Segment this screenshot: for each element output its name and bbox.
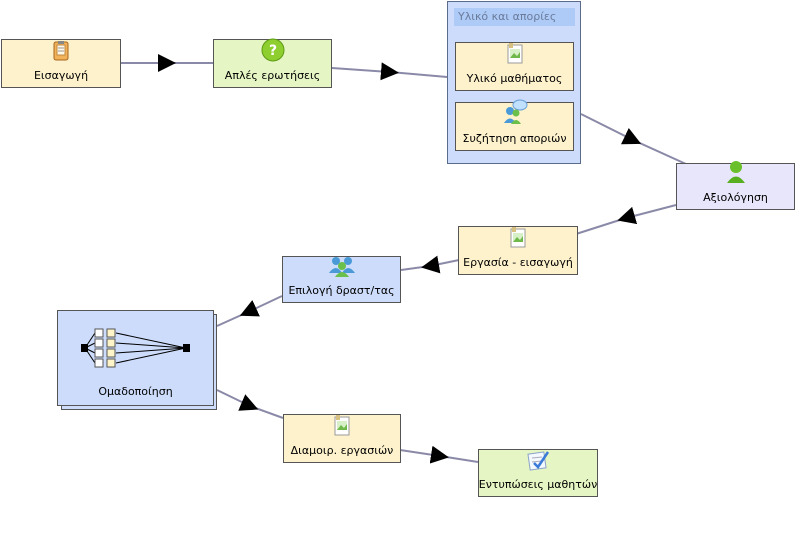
group-users-icon — [328, 255, 355, 280]
activity-label: Εντυπώσεις μαθητών — [478, 478, 598, 491]
notepad-icon — [50, 40, 72, 65]
connector-group-to-assessment — [580, 113, 687, 165]
connector-sharing-to-impressions — [399, 445, 479, 464]
connector-assessment-to-assignment — [575, 204, 677, 235]
activity-label: Εισαγωγή — [33, 69, 89, 82]
group-title: Υλικό και απορίες — [454, 8, 575, 26]
activity-student-impressions[interactable]: Εντυπώσεις μαθητών — [478, 449, 598, 497]
connector-questions-to-group — [331, 62, 448, 81]
checklist-icon — [526, 449, 550, 474]
activity-label: Διαμοιρ. εργασιών — [290, 444, 394, 457]
activity-label: Επιλογή δραστ/τας — [288, 284, 395, 297]
branching-icon — [80, 328, 192, 371]
activity-assignment-sharing[interactable]: Διαμοιρ. εργασιών — [283, 414, 401, 463]
question-icon: ? — [261, 38, 285, 65]
activity-label: Εργασία - εισαγωγή — [463, 256, 573, 269]
image-document-icon — [505, 43, 525, 68]
activity-label: Υλικό μαθήματος — [466, 72, 563, 85]
connector-grouping-to-sharing — [216, 389, 284, 419]
activity-label: Ομαδοποίηση — [98, 385, 173, 398]
activity-discussion[interactable]: Συζήτηση αποριών — [455, 99, 574, 151]
svg-text:?: ? — [268, 43, 276, 59]
activity-course-material[interactable]: Υλικό μαθήματος — [455, 42, 574, 91]
chat-users-icon — [502, 99, 528, 128]
activity-choice[interactable]: Επιλογή δραστ/τας — [282, 256, 401, 303]
image-document-icon — [508, 227, 528, 252]
image-document-icon — [332, 415, 352, 440]
activity-simple-questions[interactable]: ? Απλές ερωτήσεις — [213, 38, 332, 88]
activity-intro[interactable]: Εισαγωγή — [1, 39, 121, 88]
user-icon — [726, 160, 746, 187]
activity-grouping[interactable]: Ομαδοποίηση — [57, 310, 214, 406]
connector-choice-to-grouping — [216, 295, 283, 327]
connector-assignment-to-choice — [400, 255, 460, 274]
activity-assessment[interactable]: Αξιολόγηση — [676, 160, 795, 210]
activity-label: Απλές ερωτήσεις — [224, 69, 321, 82]
activity-label: Αξιολόγηση — [703, 191, 768, 204]
activity-assignment-intro[interactable]: Εργασία - εισαγωγή — [458, 226, 578, 275]
activity-label: Συζήτηση αποριών — [462, 132, 567, 145]
